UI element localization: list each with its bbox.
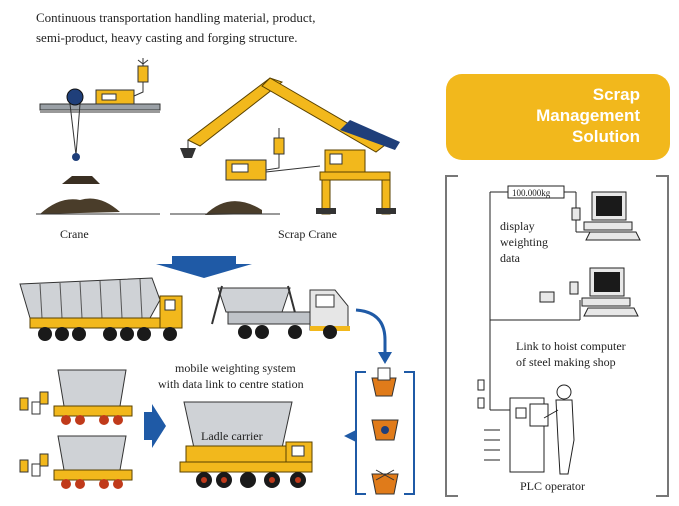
weight-value: 100.000kg (512, 188, 551, 198)
flow-connector (355, 308, 387, 356)
ladle-sequence-bracket (344, 367, 415, 495)
mobile-label-line-2: with data link to centre station (158, 377, 304, 391)
link-line-1: Link to hoist computer (516, 339, 626, 353)
mobile-label-line-1: mobile weighting system (175, 361, 296, 375)
scrap-car-illustration-bottom (19, 435, 133, 489)
display-line-3: data (500, 251, 521, 265)
scrap-crane-illustration (170, 77, 400, 215)
solution-title-banner (446, 74, 670, 160)
network-lines (489, 191, 590, 411)
computer-icon (571, 191, 641, 241)
ladle-carrier-label: Ladle carrier (201, 429, 263, 443)
scrap-car-illustration-top (19, 369, 133, 425)
header-line-1: Continuous transportation handling mater… (36, 10, 315, 25)
scrap-crane-label: Scrap Crane (278, 227, 337, 241)
plc-operator-label: PLC operator (520, 479, 585, 493)
panel-bracket-right (656, 175, 669, 497)
solution-title-line-1: Scrap (593, 85, 640, 104)
display-line-1: display (500, 219, 535, 233)
arrow-down-icon (156, 256, 252, 278)
solution-title-line-3: Solution (572, 127, 640, 146)
arrow-right-icon (144, 404, 166, 448)
solution-title-line-2: Management (536, 106, 640, 125)
ladle-carrier-illustration (179, 401, 313, 488)
dump-truck-illustration (19, 277, 183, 341)
link-line-2: of steel making shop (516, 355, 616, 369)
arrow-down-small-icon (378, 352, 392, 364)
plc-operator-illustration (477, 379, 575, 475)
crane-label: Crane (60, 227, 89, 241)
display-line-2: weighting (500, 235, 548, 249)
header-line-2: semi-product, heavy casting and forging … (36, 30, 298, 45)
panel-bracket-left (445, 175, 458, 497)
overhead-crane-illustration (36, 58, 161, 215)
skip-truck-illustration (211, 285, 350, 339)
computer-icon-2 (539, 267, 639, 317)
